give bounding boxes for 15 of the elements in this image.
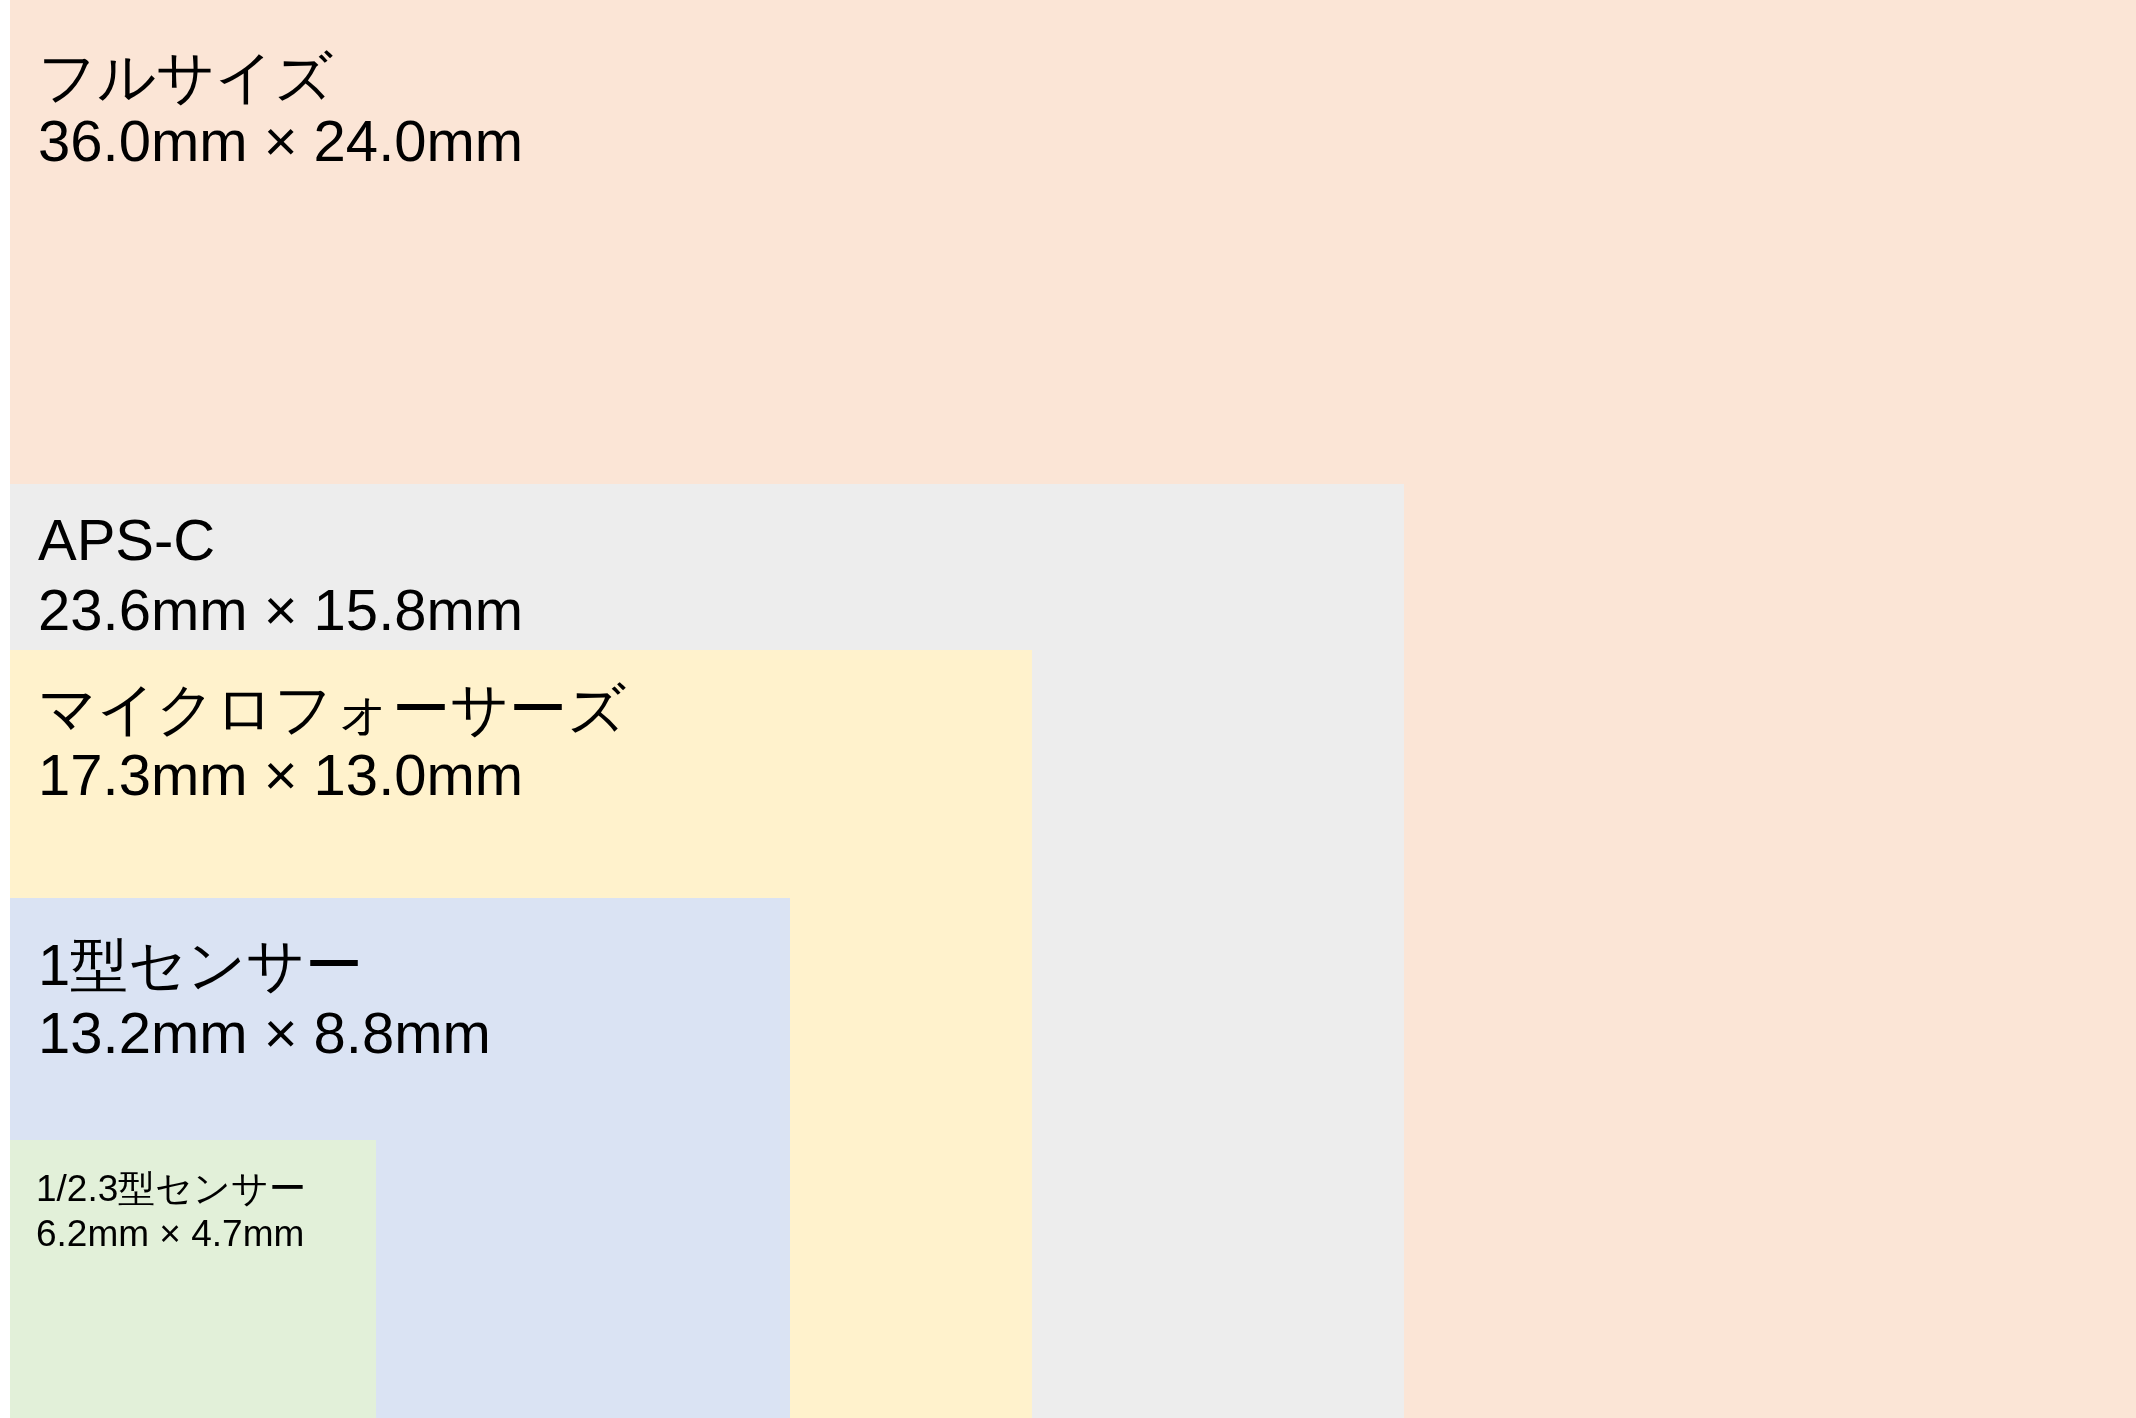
sensor-dimensions: 36.0mm × 24.0mm: [38, 111, 524, 170]
format-name: 1/2.3型センサー: [36, 1169, 307, 1207]
sensor-format-area: [10, 1140, 376, 1418]
sensor-format-area: [10, 898, 790, 1418]
sensor-format-area: [10, 0, 2136, 1418]
sensor-dimensions: 13.2mm × 8.8mm: [38, 1003, 491, 1062]
sensor-format-area: [10, 484, 1404, 1418]
sensor-format-area: [10, 650, 1032, 1418]
format-name: マイクロフォーサーズ: [38, 679, 626, 738]
format-name: APS-C: [38, 510, 216, 569]
format-name: フルサイズ: [38, 47, 333, 106]
format-name: 1型センサー: [38, 935, 364, 994]
sensor-dimensions: 17.3mm × 13.0mm: [38, 745, 524, 804]
sensor-dimensions: 6.2mm × 4.7mm: [36, 1214, 305, 1252]
sensor-dimensions: 23.6mm × 15.8mm: [38, 580, 524, 639]
